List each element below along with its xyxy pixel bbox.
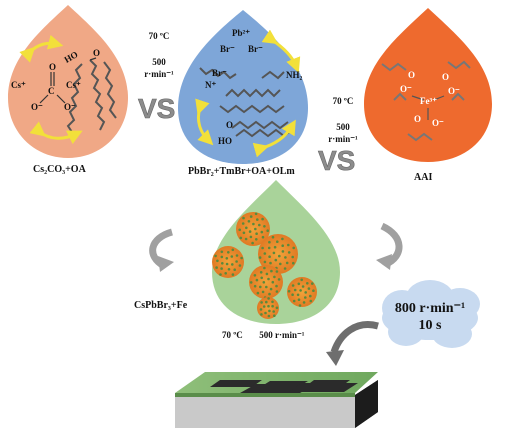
- speed-cloud: [382, 280, 480, 348]
- acac-o-5: O: [414, 114, 422, 124]
- acid-o: O: [226, 120, 234, 130]
- br-ion-1: Br⁻: [220, 44, 235, 54]
- cloud-text: 800 r·min⁻¹ 10 s: [386, 300, 474, 334]
- device-substrate: [175, 372, 378, 428]
- condition-temp: 70 ºC: [222, 330, 243, 340]
- cs-ion-left: Cs⁺: [11, 80, 26, 90]
- vs-right: VS: [318, 145, 355, 176]
- condition-right: 70 ºC 500 r·min⁻¹: [320, 95, 366, 145]
- nanoparticle-cluster: [236, 212, 270, 246]
- spin-speed: 800 r·min⁻¹: [394, 301, 466, 316]
- condition-speed: 500: [259, 330, 273, 340]
- amine-nh2: NH₂: [286, 70, 303, 80]
- fe-ion: Fe³⁺: [420, 96, 437, 106]
- condition-temp: 70 ºC: [148, 31, 170, 41]
- drop-right: [364, 8, 492, 162]
- acac-o-6: O⁻: [432, 118, 444, 128]
- label-pbbr2-mix: PbBr₂+TmBr+OA+OLm: [188, 166, 295, 177]
- label-cspbbr3-fe: CsPbBr₃+Fe: [134, 300, 188, 311]
- acac-o-1: O⁻: [400, 84, 412, 94]
- carbonate-o-right: O⁻: [64, 102, 76, 112]
- acid-ho: HO: [218, 136, 233, 146]
- acac-o-2: O: [408, 70, 416, 80]
- carbonate-o-left: O⁻: [31, 102, 43, 112]
- drop-left: [8, 5, 128, 158]
- condition-top-left: 70 ºC 500 r·min⁻¹: [136, 30, 182, 80]
- oa-oxygen: O: [93, 48, 101, 58]
- acac-o-4: O⁻: [448, 86, 460, 96]
- drop-middle: [178, 10, 308, 164]
- gray-arrow-left: [149, 228, 174, 272]
- label-aai: AAI: [414, 172, 433, 183]
- vs-left: VS: [138, 93, 175, 124]
- nanoparticles: [212, 212, 317, 319]
- condition-speed: 500: [336, 122, 350, 132]
- pb-ion: Pb²⁺: [232, 28, 250, 38]
- br-ion-3: Br⁻: [212, 68, 227, 78]
- gray-arrow-right: [376, 222, 403, 270]
- nanoparticle-cluster: [249, 265, 283, 299]
- nanoparticle-cluster: [287, 277, 317, 307]
- nanoparticle-cluster: [258, 234, 298, 274]
- dark-arrow: [326, 321, 379, 366]
- carbonate-c: C: [48, 86, 55, 96]
- acac-o-3: O: [442, 72, 450, 82]
- spin-time: 10 s: [418, 318, 442, 333]
- condition-bottom: 70 ºC 500 r·min⁻¹: [222, 330, 304, 341]
- condition-unit: r·min⁻¹: [144, 69, 174, 79]
- condition-unit: r·min⁻¹: [274, 330, 305, 340]
- ammonium-n: N⁺: [205, 80, 217, 90]
- label-cs2co3-oa: Cs₂CO₃+OA: [33, 164, 86, 175]
- nanoparticle-cluster: [257, 297, 279, 319]
- condition-speed: 500: [152, 57, 166, 67]
- condition-temp: 70 ºC: [332, 96, 354, 106]
- condition-unit: r·min⁻¹: [328, 134, 358, 144]
- nanoparticle-cluster: [212, 246, 244, 278]
- br-ion-2: Br⁻: [248, 44, 263, 54]
- cs-ion-right: Cs⁺: [66, 80, 81, 90]
- carbonate-o-top: O: [49, 62, 57, 72]
